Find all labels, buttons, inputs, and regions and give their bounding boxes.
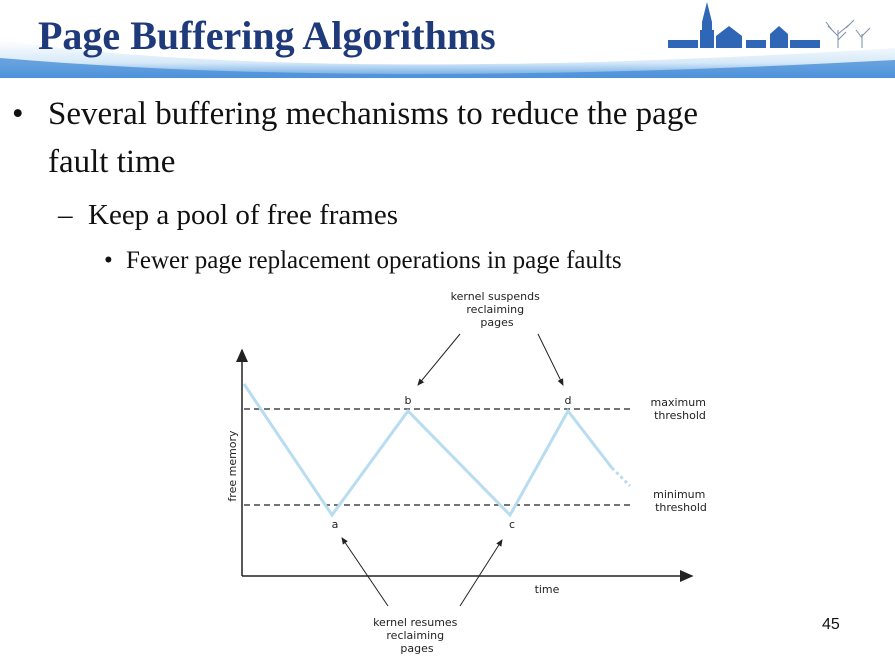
bullet-level2-text: Keep a pool of free frames bbox=[88, 199, 398, 231]
bullet-level1-continuation: fault time bbox=[48, 144, 176, 180]
bullet-level3-text: Fewer page replacement operations in pag… bbox=[126, 247, 622, 274]
point-label-a: a bbox=[332, 518, 339, 531]
minimum-threshold-label: minimum threshold bbox=[653, 488, 709, 514]
bullet-level1-text: Several buffering mechanisms to reduce t… bbox=[48, 96, 698, 132]
bullet-level2: –Keep a pool of free frames bbox=[58, 196, 398, 234]
page-number: 45 bbox=[822, 616, 840, 633]
tree-icon bbox=[825, 19, 871, 48]
suspend-arrow-d bbox=[537, 333, 564, 386]
maximum-threshold-label: maximum threshold bbox=[651, 396, 710, 422]
point-label-b: b bbox=[405, 394, 412, 407]
point-label-d: d bbox=[565, 394, 572, 407]
x-axis-label: time bbox=[535, 583, 560, 596]
resume-arrow-a bbox=[341, 537, 389, 607]
header-band: Page Buffering Algorithms bbox=[0, 0, 895, 78]
point-label-c: c bbox=[509, 518, 515, 531]
bullet-level1: • Several buffering mechanisms to reduce … bbox=[12, 92, 698, 136]
dash-marker: – bbox=[58, 199, 73, 231]
free-memory-trace-dotted bbox=[610, 466, 632, 488]
suspend-arrow-b bbox=[417, 333, 461, 386]
resume-arrow-c bbox=[459, 539, 503, 607]
kernel-resumes-note: kernel resumes reclaiming pages bbox=[373, 616, 461, 655]
slide-title: Page Buffering Algorithms bbox=[38, 13, 496, 58]
bullet-level3: • Fewer page replacement operations in pa… bbox=[104, 244, 622, 278]
header-decoration bbox=[0, 2, 895, 78]
y-axis-label: free memory bbox=[226, 430, 239, 502]
bullet-marker-small: • bbox=[104, 247, 113, 274]
bullet-marker: • bbox=[12, 96, 24, 132]
kernel-suspends-note: kernel suspends reclaiming pages bbox=[451, 290, 544, 329]
free-memory-trace bbox=[242, 383, 614, 518]
skyline-icon bbox=[668, 2, 820, 48]
